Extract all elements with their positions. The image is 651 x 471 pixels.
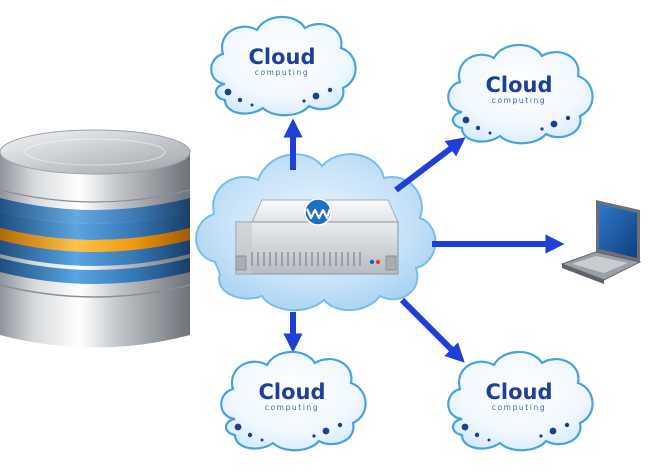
cloud-title: Cloud xyxy=(485,73,552,97)
arrow-to-top-right-cloud xyxy=(394,137,466,193)
arrow-to-bottom-right-cloud xyxy=(399,297,465,363)
cloud-subtitle: computing xyxy=(265,403,319,412)
cloud-dots xyxy=(224,87,333,107)
server-led-blue xyxy=(369,259,375,265)
cloud-dots xyxy=(461,422,570,442)
cloud-subtitle: computing xyxy=(492,403,546,412)
cloud-dots xyxy=(234,422,343,442)
server-led-red xyxy=(375,259,381,265)
server-icon xyxy=(235,198,399,275)
cloud-subtitle: computing xyxy=(255,68,309,77)
cloud-top-right: Cloud computing xyxy=(447,43,594,145)
cloud-subtitle: computing xyxy=(492,96,546,105)
cloud-bottom-left: Cloud computing xyxy=(220,350,367,452)
laptop-icon xyxy=(560,200,642,284)
cloud-bottom-right: Cloud computing xyxy=(447,350,594,452)
cloud-title: Cloud xyxy=(258,380,325,404)
cloud-title: Cloud xyxy=(485,380,552,404)
cloud-top-left: Cloud computing xyxy=(210,15,357,117)
server-vents xyxy=(251,252,361,266)
wave-logo-icon xyxy=(304,198,332,226)
database-icon xyxy=(0,129,191,348)
cloud-dots xyxy=(462,115,571,135)
arrows xyxy=(283,118,565,363)
cloud-title: Cloud xyxy=(248,45,315,69)
